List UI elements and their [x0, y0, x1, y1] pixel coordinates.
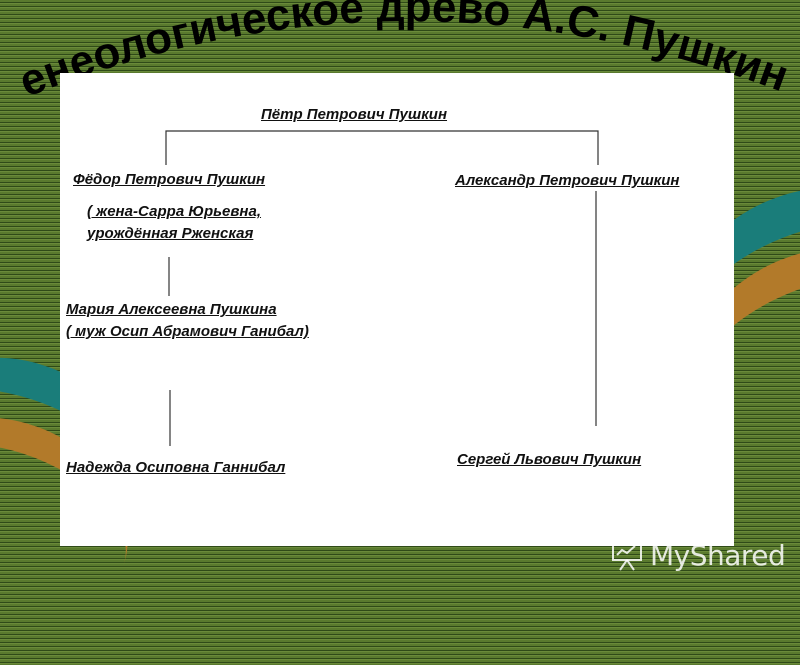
node-left-wife-line1: ( жена-Сарра Юрьевна,	[87, 203, 262, 220]
node-right-son: Александр Петрович Пушкин	[455, 172, 680, 189]
node-left-son: Фёдор Петрович Пушкин	[73, 171, 266, 188]
node-left-daughter-line1: Мария Алексеевна Пушкина	[66, 301, 277, 318]
tree-connectors	[165, 130, 599, 446]
node-right-grandchild: Сергей Львович Пушкин	[457, 451, 642, 468]
watermark: MyShared	[610, 535, 786, 575]
node-left-daughter-line2: ( муж Осип Абрамович Ганибал)	[66, 323, 309, 340]
presentation-board-icon	[612, 541, 642, 571]
node-root: Пётр Петрович Пушкин	[261, 106, 448, 123]
node-left-wife-line2: урождённая Рженская	[87, 225, 254, 242]
watermark-brand: MyShared	[650, 538, 786, 572]
family-tree-panel: Пётр Петрович Пушкин Фёдор Петрович Пушк…	[60, 73, 734, 546]
node-left-grandchild: Надежда Осиповна Ганнибал	[66, 459, 286, 476]
root-connector	[165, 130, 599, 165]
